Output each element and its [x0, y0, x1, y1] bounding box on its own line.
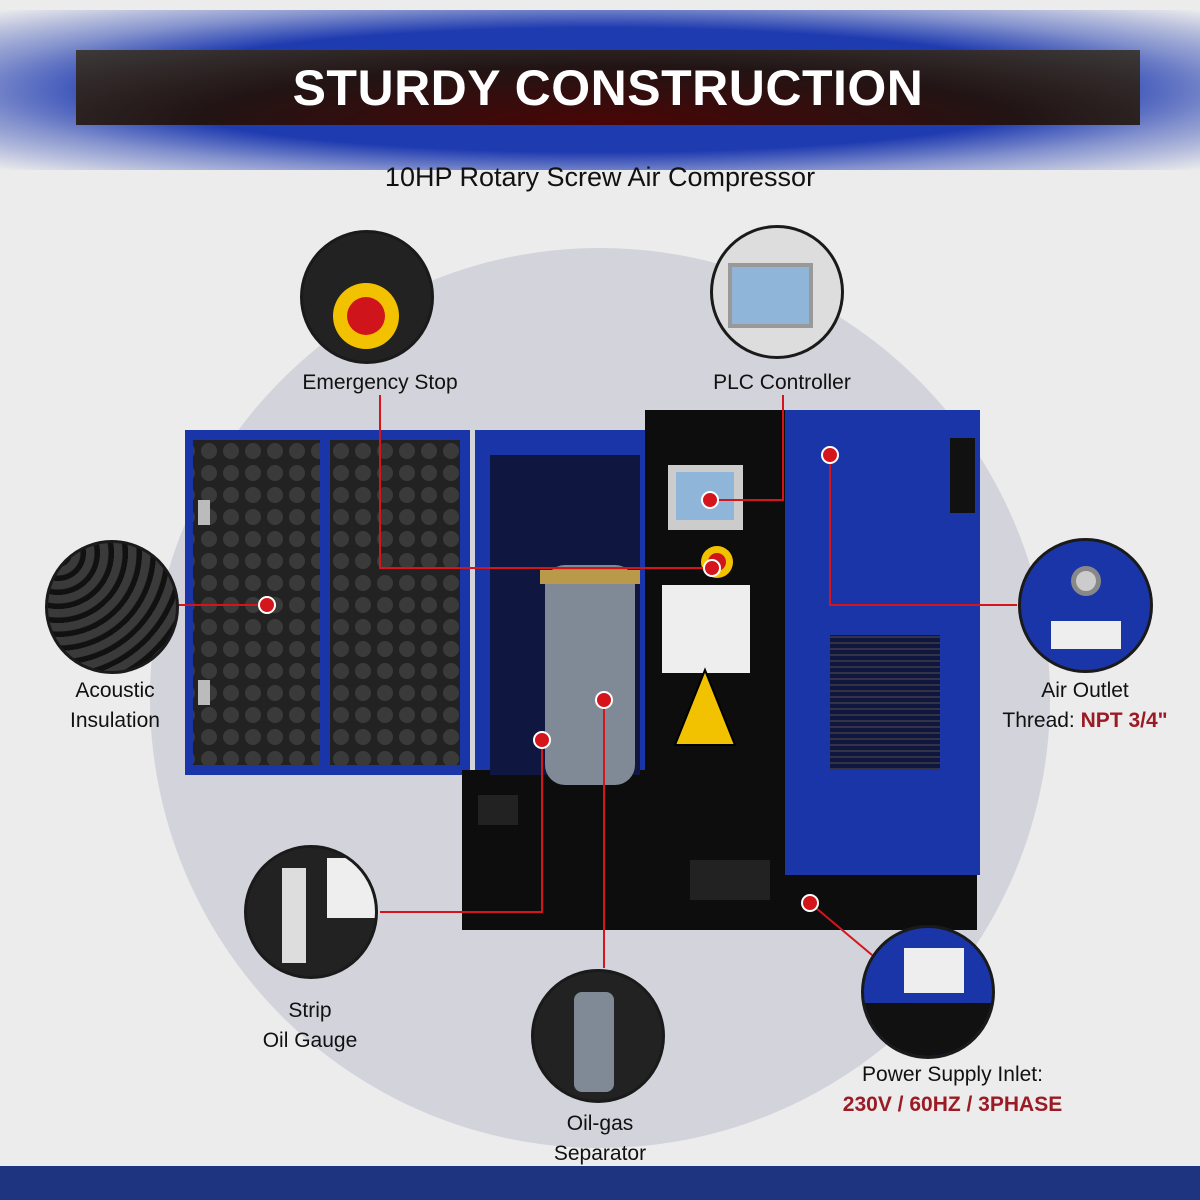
bottom-bar — [0, 1166, 1200, 1200]
oil-gas-separator-callout — [531, 969, 665, 1103]
page-title: STURDY CONSTRUCTION — [292, 59, 924, 116]
label-line: Separator — [553, 1142, 647, 1165]
emergency-stop-label: Emergency Stop — [302, 371, 458, 394]
separator-tank — [545, 565, 635, 785]
label-line: Insulation — [70, 709, 160, 732]
plc-controller-label: PLC Controller — [713, 371, 851, 394]
emergency-stop-button-icon — [333, 283, 399, 349]
label-line: Strip — [288, 999, 332, 1022]
power-spec: 230V / 60HZ / 3PHASE — [842, 1093, 1063, 1116]
callout-lines — [178, 395, 1017, 968]
power-supply-label: Power Supply Inlet: 230V / 60HZ / 3PHASE — [800, 1060, 1105, 1120]
acoustic-insulation-callout — [45, 540, 179, 674]
thread-value: NPT 3/4" — [1080, 709, 1168, 732]
emergency-stop-callout — [300, 230, 434, 364]
label-line: Power Supply Inlet: — [862, 1063, 1043, 1086]
callout-dots — [258, 446, 839, 912]
strip-oil-gauge-callout — [244, 845, 378, 979]
label-line: Oil-gas — [566, 1112, 634, 1135]
plc-screen-icon — [728, 263, 813, 328]
label-line: Thread: NPT 3/4" — [985, 706, 1185, 736]
label-line: Acoustic — [75, 679, 155, 702]
label-line: Air Outlet — [1041, 679, 1129, 702]
open-door — [185, 430, 470, 775]
title-banner: STURDY CONSTRUCTION — [76, 50, 1140, 125]
label-line: Oil Gauge — [262, 1029, 358, 1052]
plc-controller-callout — [710, 225, 844, 359]
thread-prefix: Thread: — [1002, 709, 1081, 732]
air-outlet-callout — [1018, 538, 1153, 673]
page-subtitle: 10HP Rotary Screw Air Compressor — [384, 162, 816, 192]
power-supply-callout — [861, 925, 995, 1059]
